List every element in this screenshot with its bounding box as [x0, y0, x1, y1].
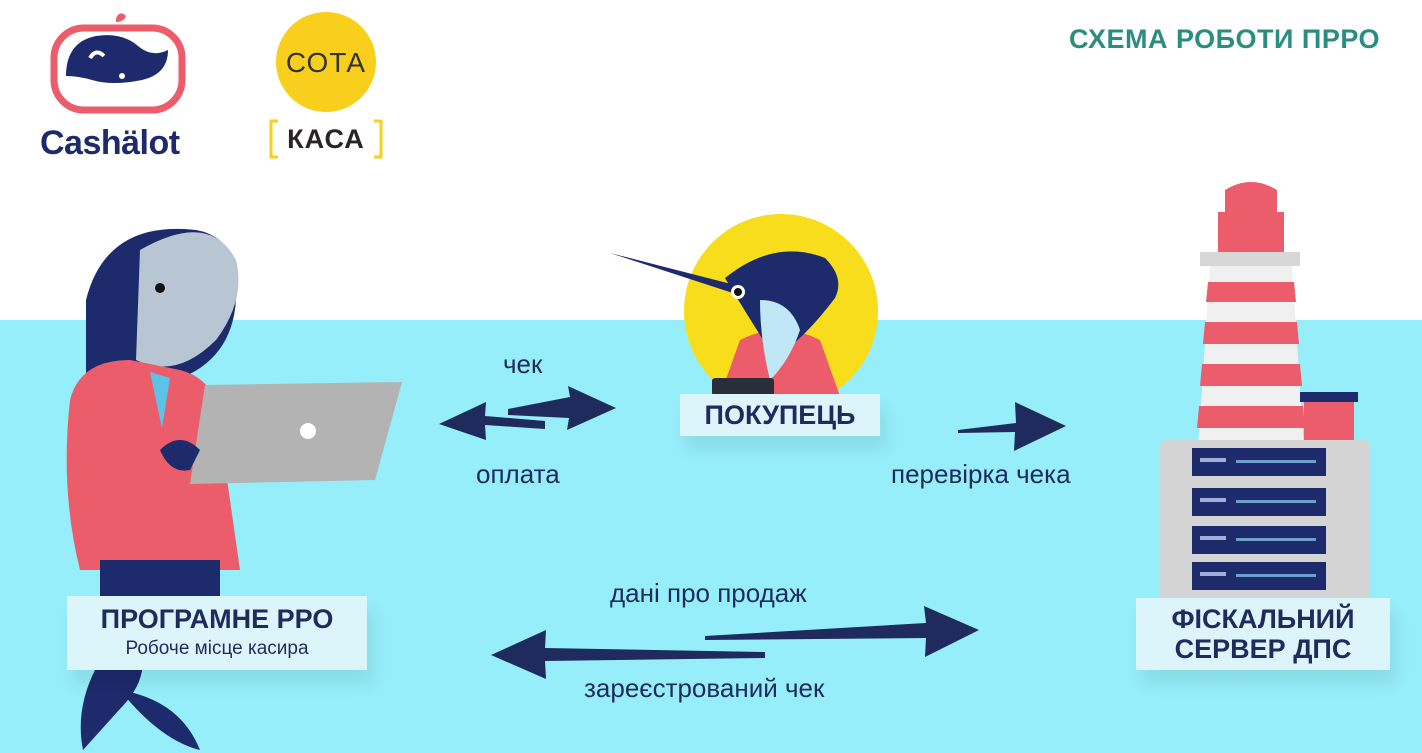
prro-subtitle: Робоче місце касира: [125, 638, 309, 659]
arrow-receipt-check-icon: [958, 402, 1066, 451]
arrow-sales-data-icon: [705, 606, 979, 657]
flow-label-sales-data: дані про продаж: [610, 578, 807, 608]
server-label: ФІСКАЛЬНИЙ СЕРВЕР ДПС: [1136, 598, 1390, 670]
flow-label-receipt-check: перевірка чека: [891, 459, 1071, 489]
sota-logo-circle: [276, 12, 376, 112]
kasa-wordmark: КАСА: [287, 124, 365, 154]
arrow-registered-receipt-icon: [491, 630, 765, 679]
flow-label-registered-receipt: зареєстрований чек: [584, 673, 825, 703]
buyer-marlin-icon: [610, 214, 878, 408]
whale-cashier-icon: [66, 228, 402, 750]
sota-wordmark: СОТА: [285, 47, 367, 78]
server-label-line1: ФІСКАЛЬНИЙ: [1171, 604, 1355, 634]
prro-title: ПРОГРАМНЕ РРО: [100, 604, 334, 634]
kasa-bracket-icon: [269, 119, 383, 159]
buyer-label: ПОКУПЕЦЬ: [680, 394, 880, 436]
server-label-line2: СЕРВЕР ДПС: [1174, 634, 1352, 664]
page-title: СХЕМА РОБОТИ ПРРО: [1068, 24, 1380, 54]
arrow-receipt-to-buyer-icon: [508, 386, 616, 430]
cashalot-wordmark: Cashälot: [40, 124, 180, 162]
flow-label-payment: оплата: [476, 459, 560, 489]
lighthouse-server-icon: [1160, 182, 1370, 600]
arrow-payment-to-prro-icon: [439, 402, 545, 440]
cashalot-logo-icon: [50, 13, 186, 114]
flow-label-receipt: чек: [503, 349, 543, 379]
prro-label: ПРОГРАМНЕ РРО Робоче місце касира: [67, 596, 367, 670]
